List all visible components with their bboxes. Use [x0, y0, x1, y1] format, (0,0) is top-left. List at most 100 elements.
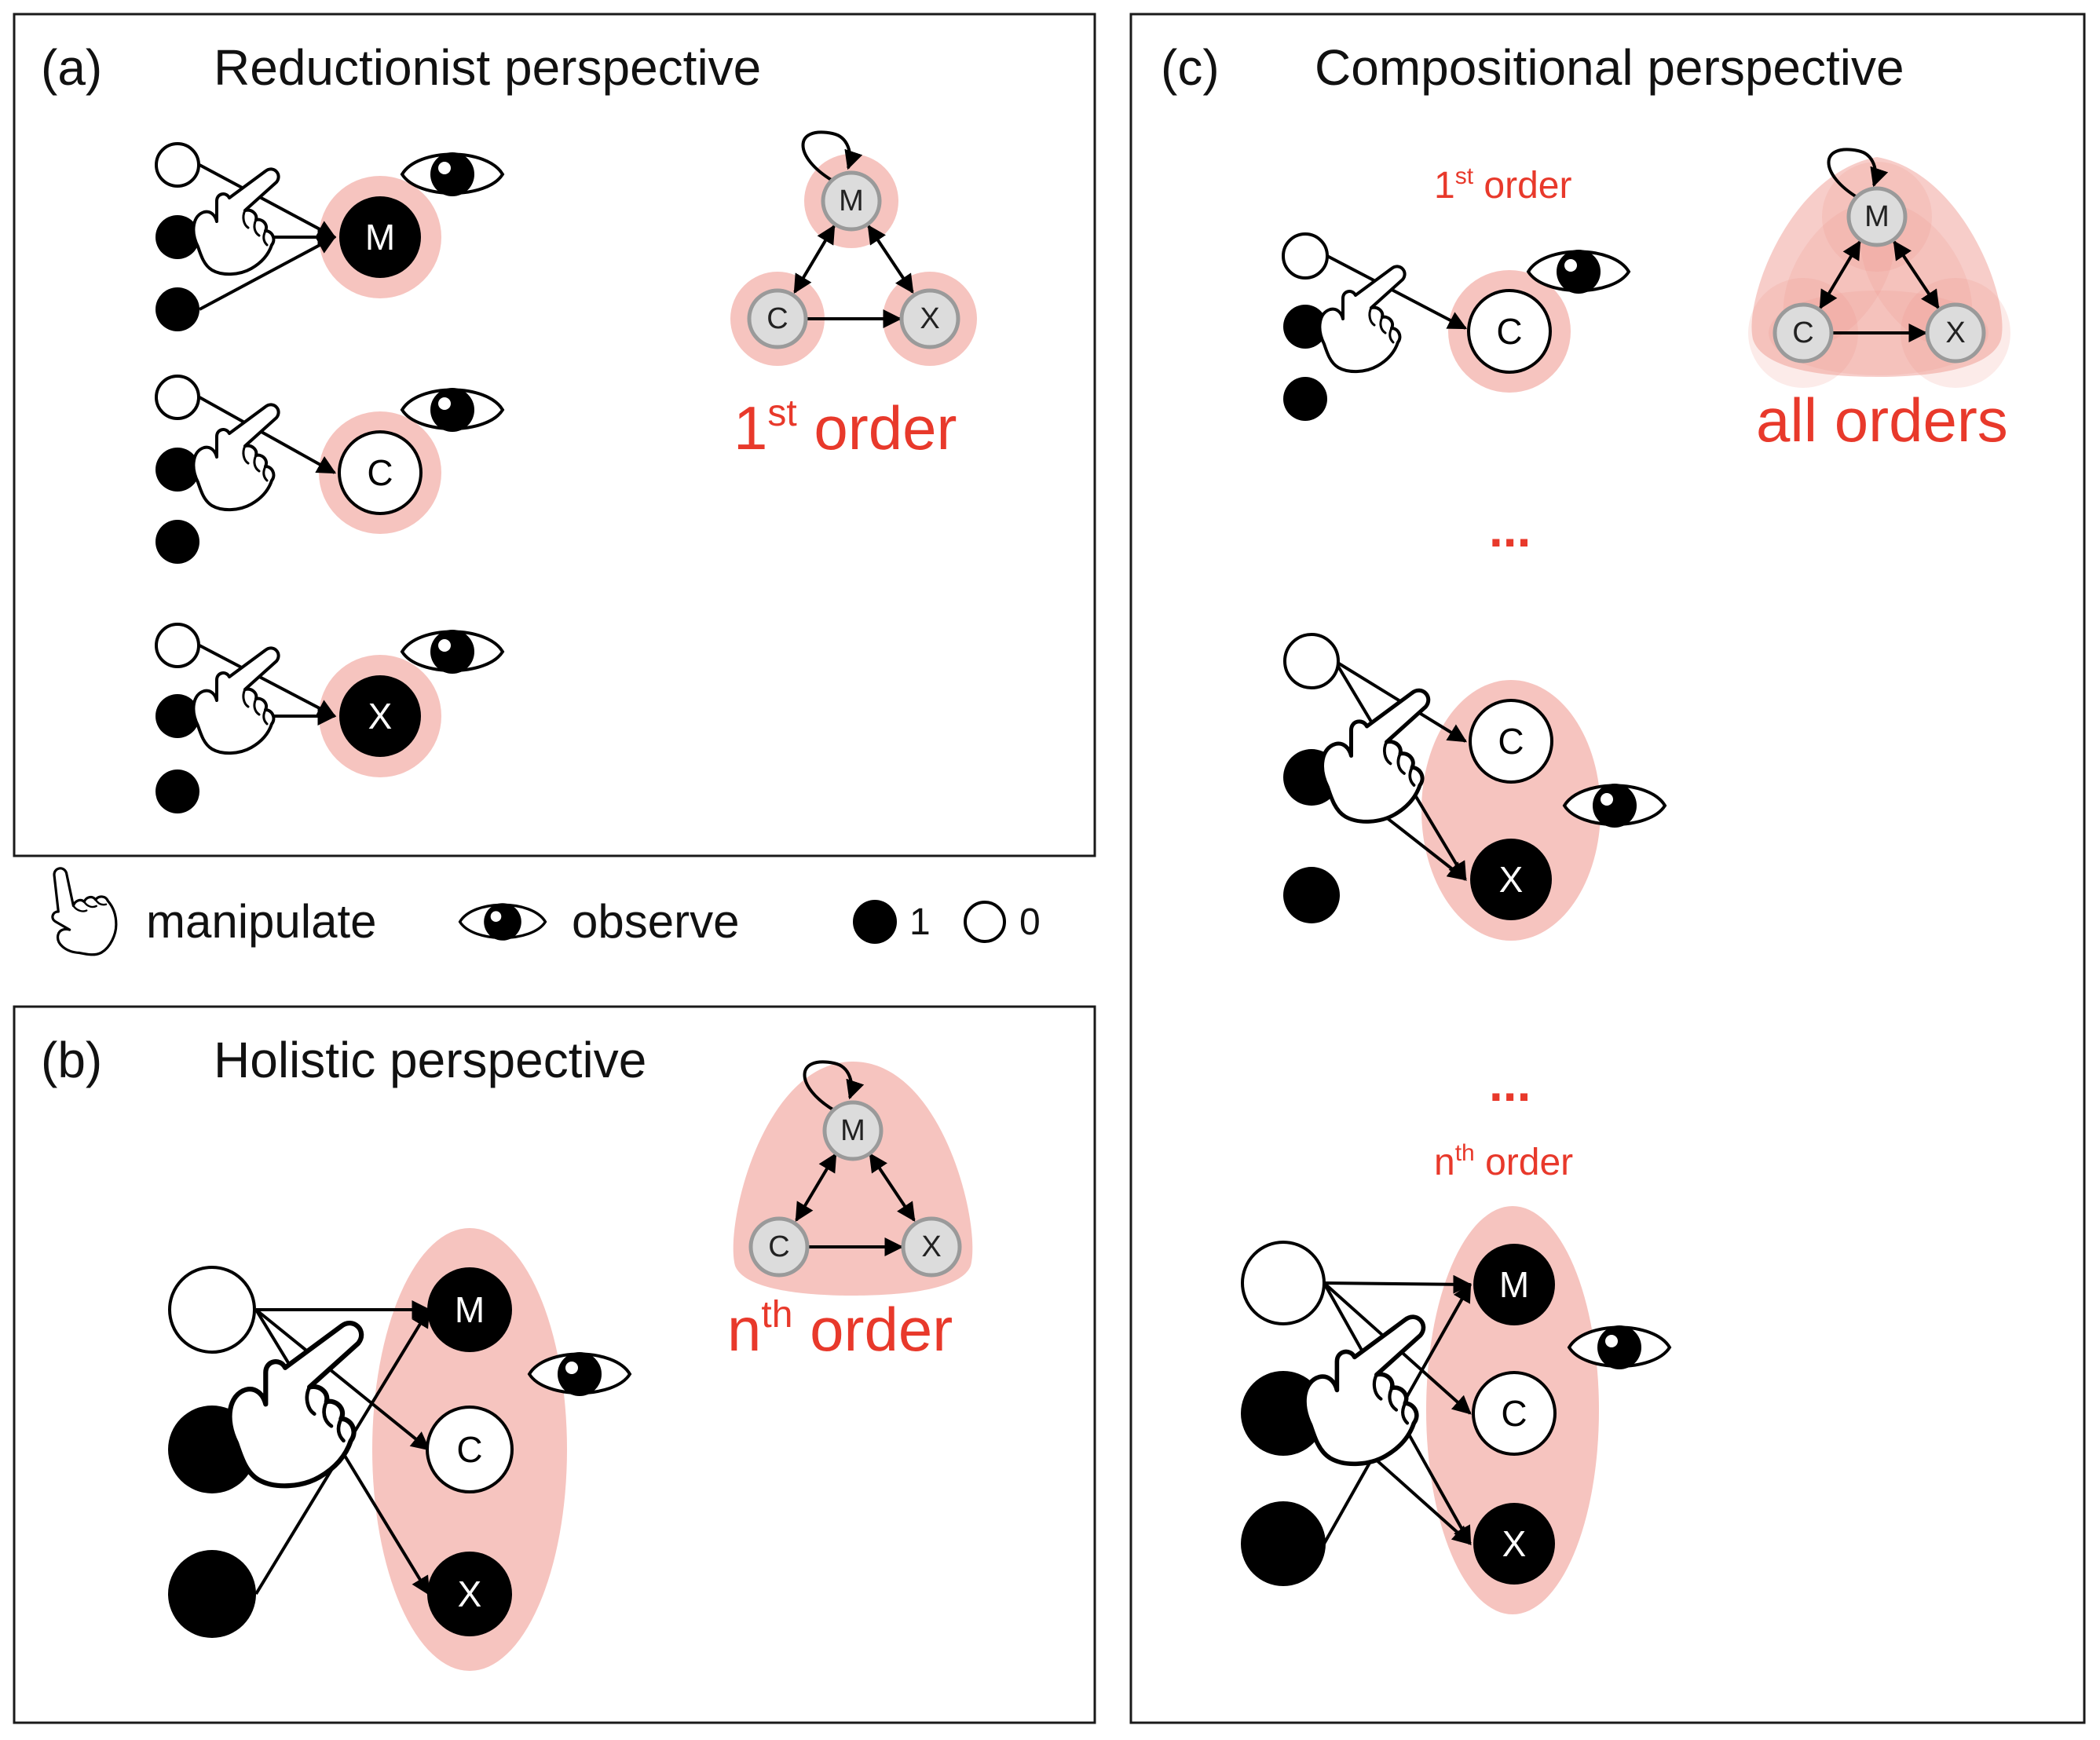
input-node-1 — [168, 1550, 256, 1638]
reductionist-row-m: M — [155, 142, 504, 331]
node-c-label: C — [1496, 311, 1522, 352]
input-node-0 — [168, 1266, 256, 1354]
graph-node-m-label: M — [839, 185, 864, 217]
legend-hand-icon — [23, 865, 133, 969]
input-node-0 — [1283, 633, 1340, 689]
node-x-label: X — [368, 696, 393, 737]
node-c — [426, 1406, 514, 1493]
manipulate-hand-icon — [1323, 690, 1429, 821]
node-c — [1469, 699, 1553, 784]
node-x — [1470, 839, 1552, 920]
input-node-1 — [1283, 305, 1327, 349]
input-node-0 — [1241, 1241, 1326, 1325]
input-node-1 — [155, 520, 199, 564]
graph-node-x — [1925, 302, 1986, 364]
legend-zero: 0 — [1019, 901, 1041, 943]
node-x — [339, 675, 421, 757]
panel-c-frame — [1129, 13, 2086, 1724]
node-c — [338, 430, 423, 515]
reductionist-row-x: X — [155, 623, 504, 813]
panel-b-label: (b) — [41, 1032, 102, 1088]
manipulate-hand-icon — [192, 403, 280, 512]
input-node-1 — [1241, 1501, 1326, 1586]
legend-filled-node — [853, 900, 897, 944]
node-c — [1467, 289, 1552, 374]
node-m — [339, 196, 421, 278]
reductionist-row-c: C — [155, 375, 504, 564]
manipulate-hand-icon — [229, 1323, 361, 1486]
input-node-1 — [155, 215, 199, 259]
graph-node-x — [899, 288, 960, 349]
node-x — [1473, 1503, 1555, 1585]
legend-eye-icon — [458, 901, 547, 942]
first-order-label: 1st order — [734, 393, 957, 462]
panel-a-frame — [13, 13, 1096, 857]
panel-a: (a) Reductionist perspective M C — [41, 39, 977, 813]
node-x-label: X — [458, 1574, 482, 1614]
graph-node-m — [822, 1100, 884, 1161]
panel-b: (b) Holistic perspective M C X M C X — [41, 1032, 973, 1671]
input-node-1 — [155, 694, 199, 738]
panel-c: (c) Compositional perspective 1st order … — [1161, 39, 2010, 1614]
graph-node-c-label: C — [766, 302, 788, 335]
node-x — [427, 1552, 512, 1636]
input-node-1 — [155, 769, 199, 813]
node-c-label: C — [1498, 721, 1524, 762]
nth-order-small-label: nth order — [1434, 1140, 1573, 1183]
graph-node-c — [748, 1216, 810, 1278]
input-node-0 — [1282, 232, 1329, 280]
graph-node-m-label: M — [1864, 200, 1890, 233]
legend-observe: observe — [572, 895, 739, 948]
node-x-label: X — [1499, 859, 1524, 900]
node-m — [427, 1267, 512, 1352]
causal-graph-first-order: M C X — [730, 130, 977, 366]
legend: manipulate observe 1 0 — [23, 865, 1041, 969]
input-node-0 — [155, 142, 200, 188]
graph-node-x-label: X — [1945, 316, 1965, 349]
legend-empty-node — [964, 901, 1006, 943]
panel-a-label: (a) — [41, 39, 102, 96]
ellipsis-1: ... — [1489, 501, 1531, 557]
node-x-label: X — [1502, 1523, 1527, 1564]
input-node-1 — [155, 287, 199, 331]
compositional-row-nth: M C X — [1241, 1206, 1671, 1614]
legend-manipulate: manipulate — [146, 895, 377, 948]
manipulate-hand-icon — [1304, 1317, 1423, 1464]
node-m-label: M — [1499, 1264, 1529, 1305]
input-node-0 — [155, 375, 200, 420]
node-c — [1472, 1371, 1557, 1456]
input-node-1 — [1283, 867, 1340, 923]
manipulate-hand-icon — [1318, 265, 1407, 374]
graph-node-m — [1846, 186, 1908, 247]
causal-graph-nth-order: M C X — [733, 1060, 973, 1296]
node-m-label: M — [455, 1289, 485, 1330]
graph-node-c-label: C — [768, 1230, 789, 1263]
panel-b-title: Holistic perspective — [214, 1032, 646, 1088]
causal-graph-all-orders: M C X — [1748, 148, 2010, 388]
legend-one: 1 — [909, 901, 931, 943]
all-orders-label: all orders — [1756, 386, 2008, 455]
panel-a-title: Reductionist perspective — [214, 39, 761, 96]
graph-node-m — [821, 170, 882, 232]
panel-b-frame — [13, 1005, 1096, 1724]
graph-node-c-label: C — [1792, 316, 1813, 349]
panel-c-label: (c) — [1161, 39, 1220, 96]
observe-eye-icon — [401, 628, 504, 675]
node-c-label: C — [367, 452, 393, 493]
graph-node-x — [901, 1216, 962, 1278]
input-node-1 — [155, 448, 199, 492]
compositional-row-middle: C X — [1283, 633, 1666, 941]
graph-node-x-label: X — [921, 1230, 941, 1263]
panel-c-title: Compositional perspective — [1315, 39, 1904, 96]
graph-node-c — [747, 288, 808, 349]
input-node-0 — [155, 623, 200, 668]
node-m-label: M — [365, 217, 395, 258]
ellipsis-2: ... — [1489, 1055, 1531, 1112]
graph-node-c — [1773, 302, 1834, 364]
nth-order-label: nth order — [727, 1294, 953, 1364]
first-order-small-label: 1st order — [1434, 163, 1571, 207]
graph-node-m-label: M — [840, 1114, 865, 1147]
node-c-label: C — [1501, 1393, 1527, 1434]
graph-node-x-label: X — [920, 302, 939, 335]
compositional-row-first: C — [1282, 232, 1630, 421]
